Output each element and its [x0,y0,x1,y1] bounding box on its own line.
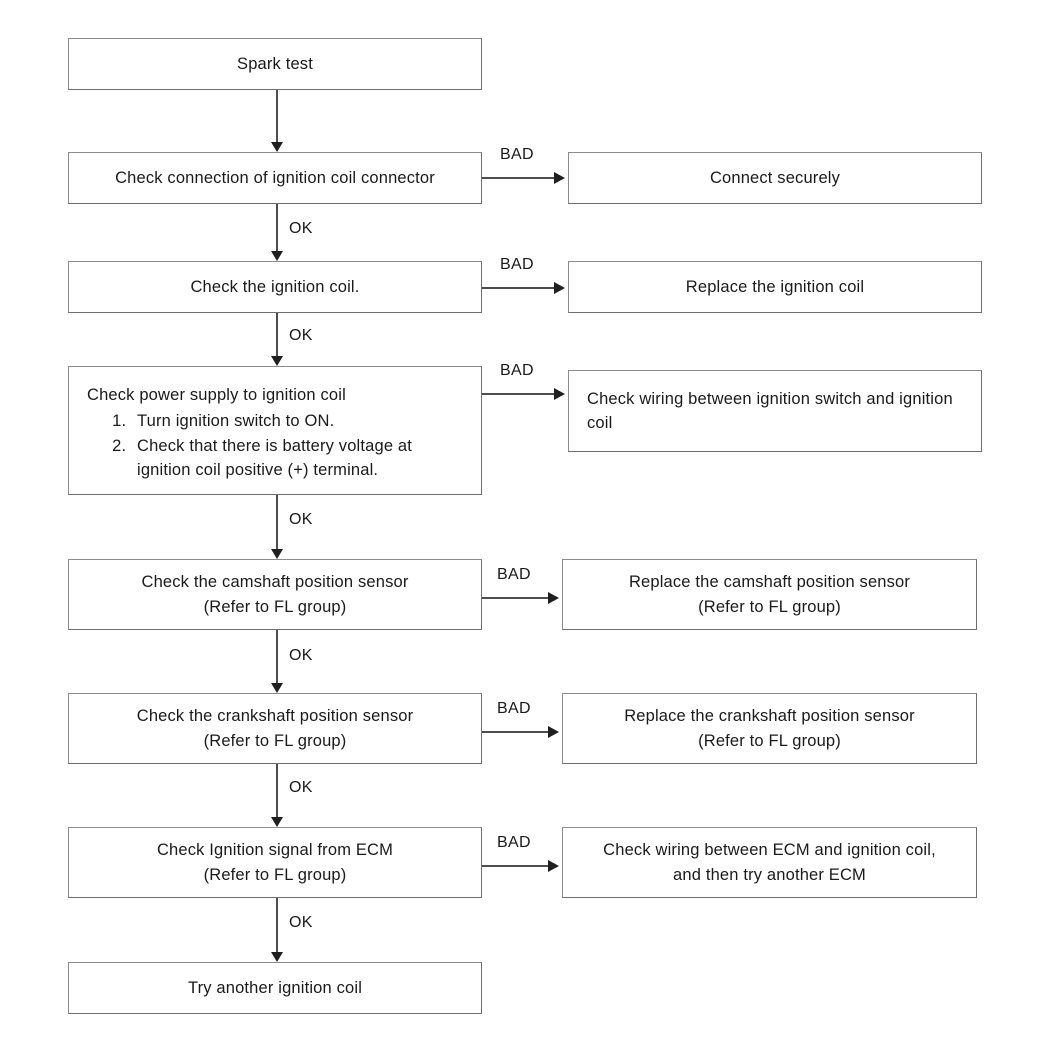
connector-power-to-camshaft [276,495,278,549]
node-check-crankshaft-sensor-label: Check the crankshaft position sensor (Re… [136,707,414,750]
edge-label-bad: BAD [497,566,531,583]
arrow-right-icon [548,726,559,738]
node-check-connector[interactable]: Check connection of ignition coil connec… [68,152,482,204]
connector-spark-to-connector [276,90,278,142]
node-try-another-coil[interactable]: Try another ignition coil [68,962,482,1014]
connector-ignition-signal-to-try-coil [276,898,278,952]
connector-crankshaft-to-ignition-signal [276,764,278,817]
node-replace-crankshaft-sensor[interactable]: Replace the crankshaft position sensor (… [562,693,977,764]
edge-label-ok: OK [289,647,313,664]
arrow-down-icon [271,817,283,827]
connector-bad-coil [482,287,554,289]
node-try-another-coil-label: Try another ignition coil [187,978,363,997]
node-check-crankshaft-sensor[interactable]: Check the crankshaft position sensor (Re… [68,693,482,764]
node-check-ignition-signal[interactable]: Check Ignition signal from ECM (Refer to… [68,827,482,898]
arrow-right-icon [548,860,559,872]
node-check-power-supply[interactable]: Check power supply to ignition coil Turn… [68,366,482,495]
edge-label-ok: OK [289,220,313,237]
arrow-right-icon [554,388,565,400]
connector-connector-to-coil [276,204,278,251]
arrow-right-icon [554,172,565,184]
edge-label-ok: OK [289,327,313,344]
node-replace-camshaft-sensor-label: Replace the camshaft position sensor (Re… [628,573,911,616]
node-connect-securely[interactable]: Connect securely [568,152,982,204]
arrow-right-icon [548,592,559,604]
node-check-power-supply-content: Check power supply to ignition coil Turn… [69,367,481,483]
node-spark-test[interactable]: Spark test [68,38,482,90]
edge-label-bad: BAD [500,256,534,273]
node-check-ignition-signal-label: Check Ignition signal from ECM (Refer to… [156,841,394,884]
edge-label-ok: OK [289,511,313,528]
node-check-wiring-switch-coil-label: Check wiring between ignition switch and… [587,389,953,432]
edge-label-ok: OK [289,779,313,796]
node-spark-test-label: Spark test [237,54,313,73]
node-check-coil-label: Check the ignition coil. [190,277,360,296]
connector-bad-ignition-signal [482,865,548,867]
node-check-wiring-switch-coil[interactable]: Check wiring between ignition switch and… [568,370,982,452]
list-item: Turn ignition switch to ON. [131,409,467,433]
node-check-wiring-ecm-coil-label: Check wiring between ECM and ignition co… [603,841,936,884]
arrow-down-icon [271,952,283,962]
edge-label-bad: BAD [500,362,534,379]
arrow-down-icon [271,251,283,261]
edge-label-bad: BAD [497,834,531,851]
connector-camshaft-to-crankshaft [276,630,278,683]
connector-bad-camshaft [482,597,548,599]
node-check-power-supply-heading: Check power supply to ignition coil [87,386,346,404]
connector-coil-to-power [276,313,278,356]
arrow-down-icon [271,683,283,693]
node-check-coil[interactable]: Check the ignition coil. [68,261,482,313]
edge-label-ok: OK [289,914,313,931]
edge-label-bad: BAD [497,700,531,717]
node-connect-securely-label: Connect securely [709,168,841,187]
connector-bad-power [482,393,554,395]
arrow-down-icon [271,356,283,366]
node-check-camshaft-sensor[interactable]: Check the camshaft position sensor (Refe… [68,559,482,630]
node-check-connector-label: Check connection of ignition coil connec… [115,168,435,187]
node-check-power-supply-list: Turn ignition switch to ON. Check that t… [87,409,467,482]
arrow-down-icon [271,142,283,152]
edge-label-bad: BAD [500,146,534,163]
node-replace-ignition-coil[interactable]: Replace the ignition coil [568,261,982,313]
node-replace-camshaft-sensor[interactable]: Replace the camshaft position sensor (Re… [562,559,977,630]
node-replace-crankshaft-sensor-label: Replace the crankshaft position sensor (… [624,707,915,750]
arrow-right-icon [554,282,565,294]
connector-bad-crankshaft [482,731,548,733]
connector-bad-connector [482,177,554,179]
arrow-down-icon [271,549,283,559]
node-check-wiring-ecm-coil[interactable]: Check wiring between ECM and ignition co… [562,827,977,898]
node-check-camshaft-sensor-label: Check the camshaft position sensor (Refe… [141,573,409,616]
list-item: Check that there is battery voltage at i… [131,434,467,483]
node-replace-ignition-coil-label: Replace the ignition coil [685,277,865,296]
